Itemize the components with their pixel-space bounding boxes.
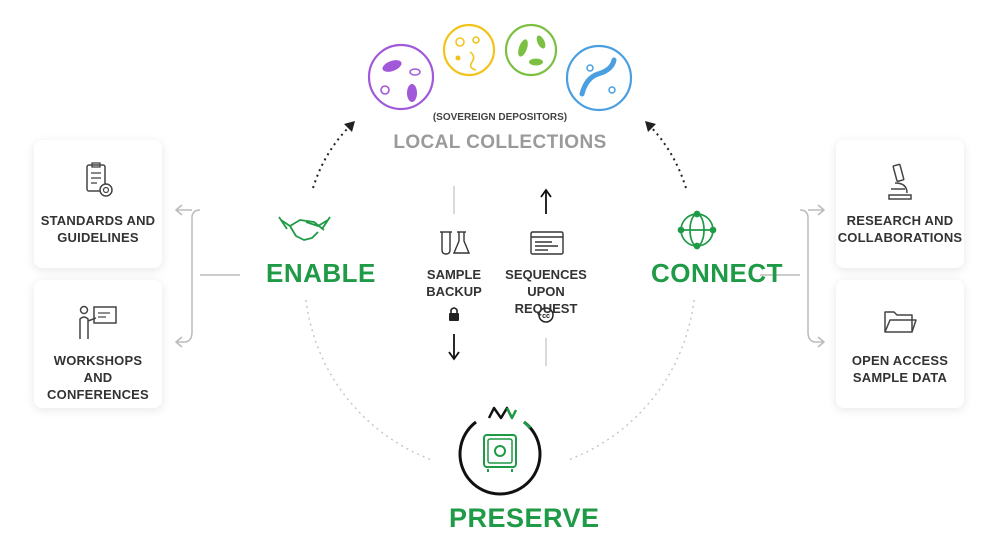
yellow-microbe-icon xyxy=(442,23,496,77)
sequences-label: SEQUENCES UPON REQUEST xyxy=(505,267,587,316)
open-access-card: OPEN ACCESS SAMPLE DATA xyxy=(836,280,964,408)
sequences-up-arrowhead xyxy=(540,188,552,198)
enable-label: ENABLE xyxy=(266,258,376,288)
creative-commons-icon: cc xyxy=(538,307,554,323)
connect-to-collections-arrow xyxy=(647,123,687,189)
preserve-label: PRESERVE xyxy=(449,503,600,533)
workshops-label: WORKSHOPS AND CONFERENCES xyxy=(47,353,149,402)
svg-text:cc: cc xyxy=(542,313,550,320)
sample-backup-label: SAMPLE BACKUP xyxy=(426,267,482,299)
cycle-left-arc xyxy=(305,299,433,461)
lab-flasks-icon xyxy=(440,231,471,255)
open-access-label: OPEN ACCESS SAMPLE DATA xyxy=(851,353,949,385)
clipboard-checklist-icon xyxy=(81,160,115,202)
collections-subtitle: (SOVEREIGN DEPOSITORS) xyxy=(432,112,568,123)
purple-microbe-icon xyxy=(367,43,435,111)
standards-card: STANDARDS AND GUIDELINES xyxy=(34,140,162,268)
lock-icon xyxy=(449,307,459,321)
safe-vault-icon xyxy=(458,406,542,496)
sample-down-arrowhead xyxy=(448,351,460,361)
green-microbe-icon xyxy=(504,23,558,77)
connect-label: CONNECT xyxy=(651,258,784,288)
standards-label: STANDARDS AND GUIDELINES xyxy=(40,213,156,245)
connect-arrowhead xyxy=(645,121,656,132)
enable-arrowhead xyxy=(344,121,355,132)
workshops-card: WORKSHOPS AND CONFERENCES xyxy=(34,280,162,408)
microscope-icon xyxy=(883,160,917,202)
collections-title: LOCAL COLLECTIONS xyxy=(393,132,607,153)
handshake-icon xyxy=(278,216,331,241)
research-card: RESEARCH AND COLLABORATIONS xyxy=(836,140,964,268)
cycle-right-arc xyxy=(567,299,695,461)
right-connector xyxy=(760,204,826,348)
globe-network-icon xyxy=(677,210,717,250)
terminal-window-icon xyxy=(530,231,564,255)
research-label: RESEARCH AND COLLABORATIONS xyxy=(837,213,963,245)
folder-icon xyxy=(882,300,918,342)
blue-microbe-icon xyxy=(565,44,633,112)
left-connector xyxy=(174,204,240,348)
enable-to-collections-arrow xyxy=(312,123,353,189)
presenter-board-icon xyxy=(76,300,120,342)
